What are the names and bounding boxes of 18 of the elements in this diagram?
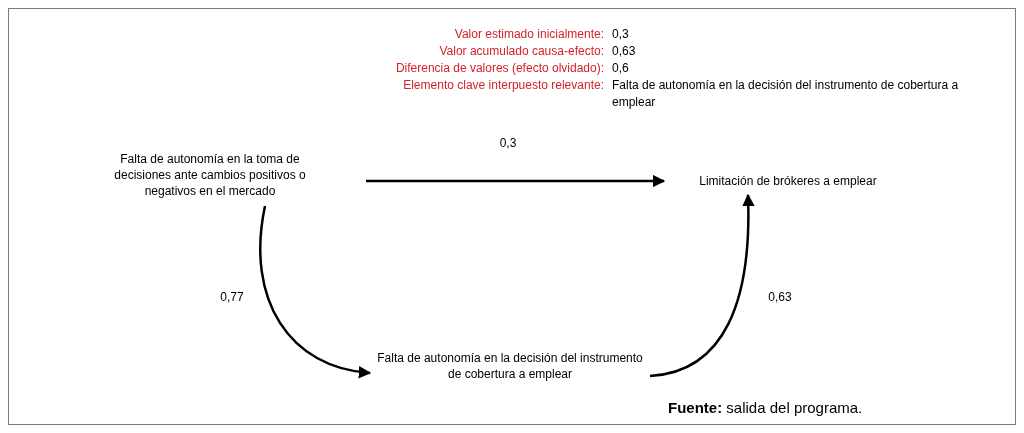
- arrow: [366, 174, 666, 188]
- node-text: Falta de autonomía en la toma de decisiones ante cambios positivos o negativos en el mercado: [92, 146, 328, 204]
- key-label: Valor estimado inicialmente:: [453, 26, 604, 43]
- key-label: Diferencia de valores (efecto olvidado):: [394, 60, 604, 77]
- key-label: Valor acumulado causa-efecto:: [438, 43, 604, 60]
- value-label: Falta de autonomía en la decisión del instrumento de cobertura a emplear: [612, 77, 960, 111]
- edge-label: 0,77: [218, 290, 246, 304]
- node-text: Falta de autonomía en la decisión del instrumento de cobertura a emplear: [372, 346, 648, 386]
- edge-label: 0,3: [497, 136, 519, 150]
- key-label: Elemento clave interpuesto relevante:: [402, 77, 604, 94]
- arrow: [649, 193, 755, 378]
- value-label: 0,3: [612, 26, 630, 43]
- value-label: 0,63: [612, 43, 637, 60]
- node-text: Limitación de brókeres a emplear: [672, 170, 904, 192]
- edge-label: 0,63: [766, 290, 794, 304]
- value-label: 0,6: [612, 60, 630, 77]
- arrow: [259, 205, 372, 378]
- caption: Fuente: salida del programa.: [668, 398, 863, 418]
